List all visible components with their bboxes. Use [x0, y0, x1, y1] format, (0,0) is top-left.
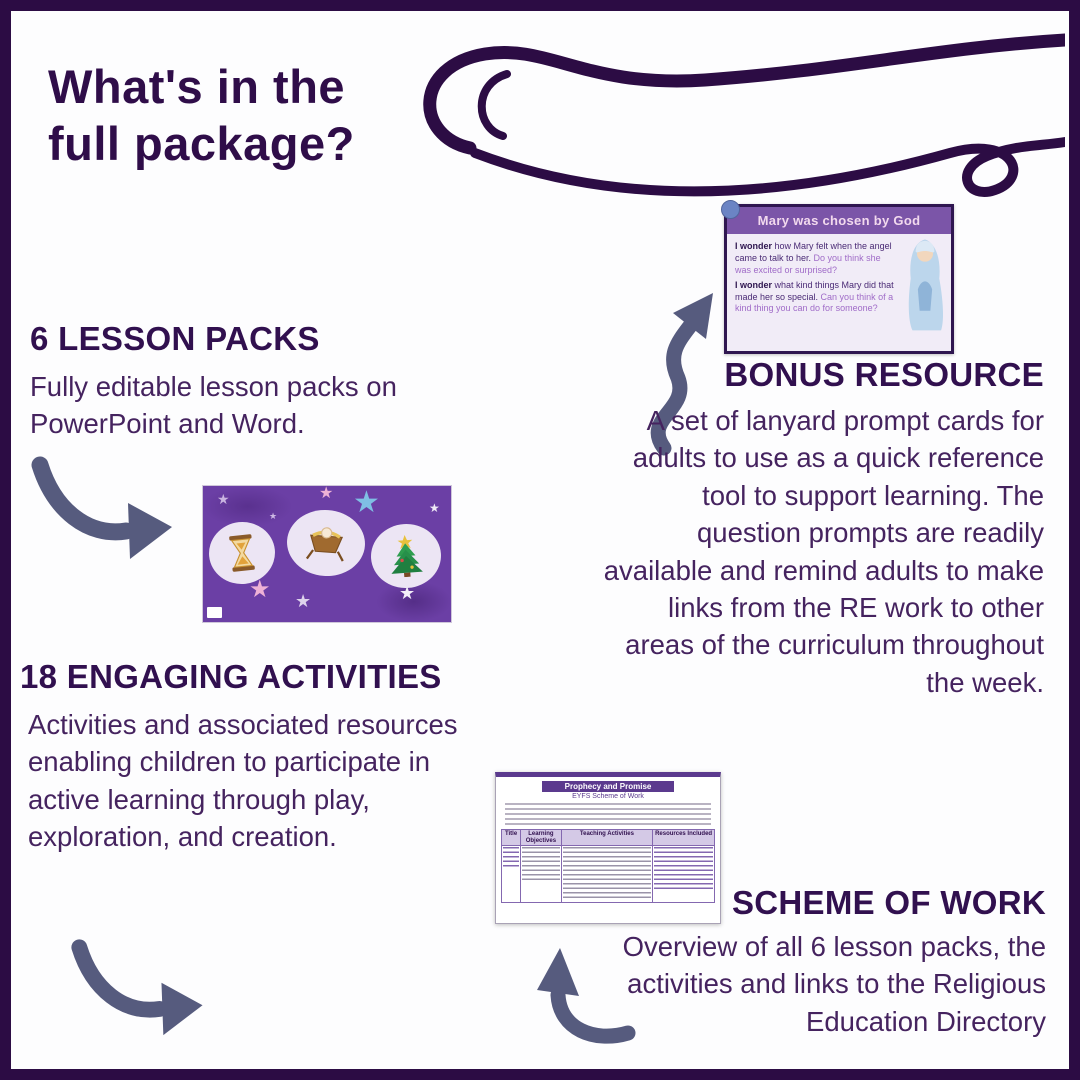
mary-figure-illustration [908, 239, 944, 331]
card-paragraph-2: I wonder what kind things Mary did that … [735, 280, 895, 316]
lesson-packs-heading: 6 LESSON PACKS [30, 320, 320, 357]
star-icon: ★ [353, 486, 380, 519]
star-icon: ★ [399, 583, 416, 603]
curved-arrow-up-right-icon [650, 293, 713, 456]
manger-blob [284, 507, 368, 579]
doc-col-activities: Teaching Activities [560, 828, 654, 847]
star-icon: ★ [269, 511, 278, 521]
christmas-tree-icon [391, 535, 423, 578]
hourglass-icon [229, 534, 255, 572]
activities-heading: 18 ENGAGING ACTIVITIES [20, 658, 442, 695]
decorative-swirl [423, 33, 1065, 197]
star-icon: ★ [429, 501, 440, 515]
doc-intro-text [505, 803, 711, 827]
card-body: I wonder how Mary felt when the angel ca… [727, 234, 951, 351]
doc-col-objectives: Learning Objectives [520, 828, 562, 847]
bonus-heading: BONUS RESOURCE [724, 356, 1044, 393]
doc-cell [500, 845, 522, 904]
doc-cell [652, 845, 715, 904]
card-paragraph-1: I wonder how Mary felt when the angel ca… [735, 241, 895, 277]
card-p2-highlight: Can you think of a kind thing you can do… [735, 291, 894, 314]
page-title-line1: What's in the [48, 60, 346, 113]
doc-col-resources: Resources Included [652, 828, 715, 847]
scheme-body: Overview of all 6 lesson packs, the acti… [622, 931, 1046, 1037]
doc-col-title: Title [500, 828, 522, 847]
card-header: Mary was chosen by God [727, 207, 951, 234]
star-icon: ★ [295, 591, 312, 611]
hourglass-blob [205, 518, 279, 588]
card-p2-text: what kind things Mary did that made her … [735, 279, 894, 302]
star-icon: ★ [249, 576, 271, 603]
doc-table: Title Learning Objectives Teaching Activ… [500, 828, 715, 904]
scheme-of-work-thumbnail: Prophecy and Promise EYFS Scheme of Work… [495, 772, 721, 924]
doc-cell [560, 845, 654, 904]
star-icon: ★ [217, 491, 230, 507]
curved-arrow-down-right-icon [31, 456, 172, 559]
doc-subtitle: EYFS Scheme of Work [572, 793, 644, 800]
star-icon: ★ [319, 485, 334, 502]
tree-blob [368, 521, 444, 591]
doc-title: Prophecy and Promise [541, 781, 675, 792]
page-title-line2: full package? [48, 117, 355, 171]
card-title: Mary was chosen by God [757, 213, 921, 228]
card-p1-text: how Mary felt when the angel came to tal… [735, 241, 892, 263]
card-p1-highlight: Do you think she was excited or surprise… [735, 252, 881, 275]
card-p2-bold: I wonder [735, 279, 773, 290]
lesson-packs-body: Fully editable lesson packs on PowerPoin… [30, 371, 397, 440]
lesson-pack-thumbnail: ★ ★ ★ ★ ★ ★ ★ ★ [203, 486, 451, 622]
curved-arrow-down-right-icon [71, 939, 203, 1036]
bonus-body: A set of lanyard prompt cards for adults… [603, 405, 1044, 698]
scheme-heading: SCHEME OF WORK [731, 884, 1046, 921]
publisher-logo [207, 607, 222, 618]
card-pin-dot [721, 200, 740, 219]
card-p1-bold: I wonder [735, 241, 773, 251]
doc-cell [520, 845, 562, 904]
curved-arrow-up-left-icon [537, 948, 636, 1044]
lanyard-card-thumbnail: Mary was chosen by God I wonder how Mary… [721, 200, 954, 354]
manger-icon [305, 527, 344, 562]
activities-body: Activities and associated resources enab… [28, 709, 458, 853]
